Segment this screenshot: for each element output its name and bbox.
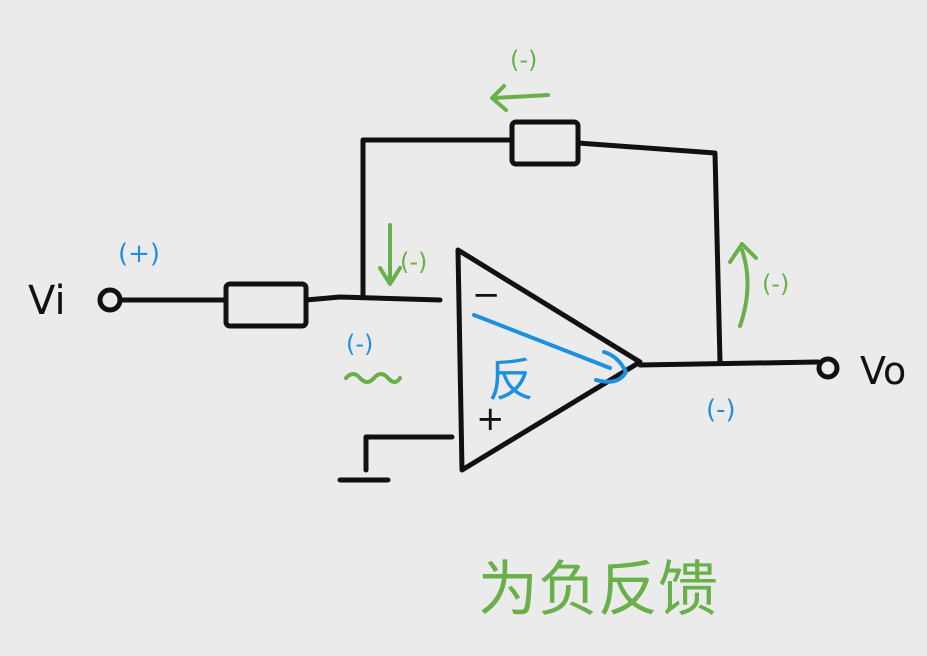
inverting-input-sign: −: [472, 275, 501, 315]
input-terminal: [97, 287, 123, 313]
output-polarity: (-): [706, 395, 736, 425]
feedback-resistor-polarity: (-): [510, 46, 537, 74]
feedback-current-arrow: [490, 84, 550, 112]
input-label: Vi: [28, 278, 66, 324]
ground-wire: [363, 434, 455, 473]
amplify-arrow-head: [594, 350, 628, 384]
output-feedback-arrow: [728, 242, 758, 328]
feedback-down-arrow: [378, 223, 402, 286]
input-polarity: (+): [118, 239, 160, 269]
noninverting-input-sign: +: [476, 399, 505, 439]
input-resistor: [223, 281, 309, 329]
feedback-wire-left: [360, 137, 515, 299]
amplifier-label: 反: [488, 353, 534, 407]
input-to-node-wire: [303, 294, 443, 303]
output-feedback-polarity: (-): [762, 270, 789, 298]
output-wire: [637, 359, 821, 368]
inverting-node-wave: [344, 372, 402, 384]
feedback-resistor: [509, 119, 581, 167]
caption: 为负反馈: [478, 555, 718, 625]
feedback-wire-right: [575, 140, 723, 365]
op-amp: [455, 247, 643, 473]
output-label: Vo: [860, 349, 906, 393]
output-terminal: [816, 356, 840, 380]
inverting-input-feedback-polarity: (-): [400, 248, 427, 276]
inverting-node-polarity: (-): [346, 330, 373, 358]
amplify-arrow: [472, 313, 612, 370]
